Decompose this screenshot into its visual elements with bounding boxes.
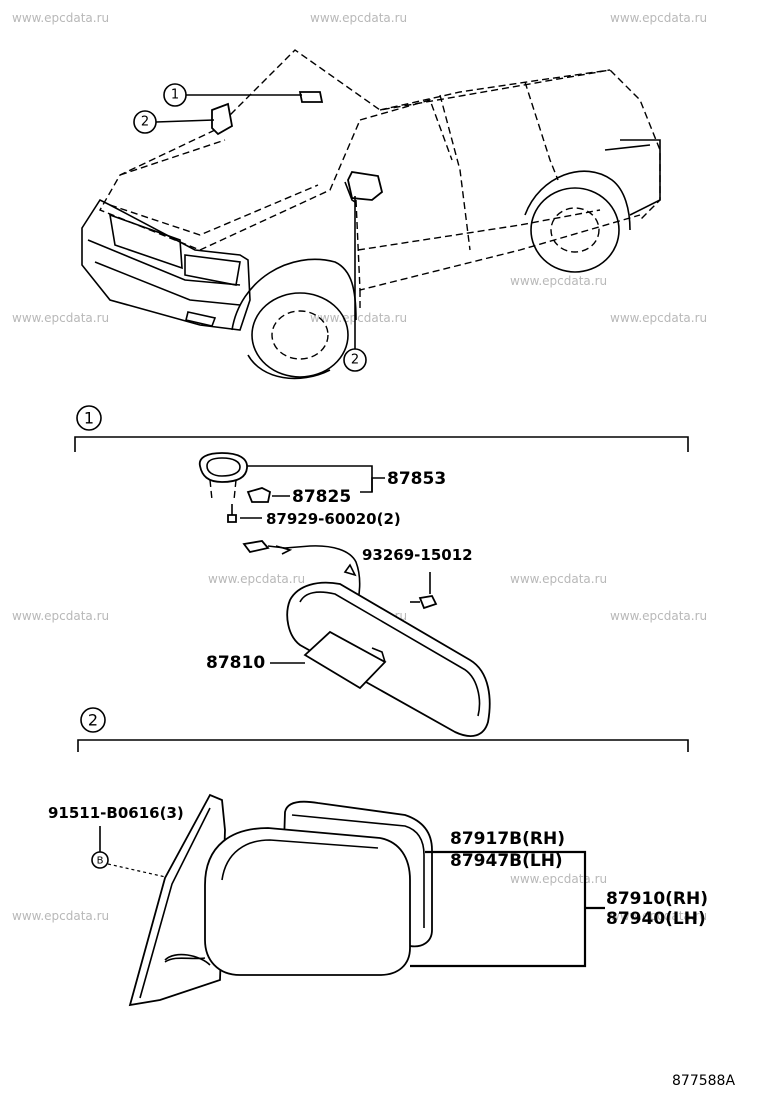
section-1-marker: 1 <box>84 409 94 428</box>
watermark: www.epcdata.ru <box>510 572 607 586</box>
section-1-inner-mirror: 1 <box>74 405 689 737</box>
watermark: www.epcdata.ru <box>610 609 707 623</box>
part-93269-label: 93269-15012 <box>362 546 473 564</box>
watermark: www.epcdata.ru <box>610 311 707 325</box>
diagram-code: 877588A <box>672 1073 735 1089</box>
section-2-marker-circle <box>80 707 106 733</box>
screw <box>227 514 237 523</box>
part-87825-label: 87825 <box>292 487 351 507</box>
connector <box>242 540 270 554</box>
watermark: www.epcdata.ru <box>208 572 305 586</box>
cover-clip <box>246 487 272 503</box>
watermark: www.epcdata.ru <box>12 11 109 25</box>
watermark: www.epcdata.ru <box>510 872 607 886</box>
section-2-bracket <box>77 739 689 752</box>
wire-clamp <box>418 595 438 610</box>
watermark: www.epcdata.ru <box>12 909 109 923</box>
watermark: www.epcdata.ru <box>12 609 109 623</box>
callout-2-hood-leader <box>155 119 215 123</box>
section-1-bracket <box>74 436 689 452</box>
watermark: www.epcdata.ru <box>310 11 407 25</box>
mirror-base <box>128 793 226 1007</box>
section-1-marker-circle <box>76 405 102 431</box>
part-87940-label: 87940(LH) <box>606 909 706 929</box>
part-91511-label: 91511-B0616(3) <box>48 804 184 822</box>
part-87910-label: 87910(RH) <box>606 889 708 909</box>
section-2-outer-mirror: 2 B <box>77 707 689 1007</box>
callout-1-label: 1 <box>171 88 179 103</box>
watermark: www.epcdata.ru <box>12 311 109 325</box>
watermark: www.epcdata.ru <box>310 311 407 325</box>
inner-mirror-body <box>286 581 491 737</box>
watermarks: www.epcdata.ru www.epcdata.ru www.epcdat… <box>12 11 707 923</box>
mirror-housing <box>204 827 411 976</box>
section-1-labels: 87853 87825 87929-60020(2) 93269-15012 8… <box>206 469 473 673</box>
vehicle-illustration <box>81 49 661 380</box>
section-2-labels: 91511-B0616(3) 87917B(RH) 87947B(LH) 879… <box>48 804 708 929</box>
watermark: www.epcdata.ru <box>610 11 707 25</box>
part-87810-label: 87810 <box>206 653 265 673</box>
bolt-marker-label: B <box>97 856 104 867</box>
part-87853-label: 87853 <box>387 469 446 489</box>
callout-2-door-label: 2 <box>351 353 359 368</box>
callout-2-hood-label: 2 <box>141 115 149 130</box>
part-87929-label: 87929-60020(2) <box>266 510 401 528</box>
part-87947b-label: 87947B(LH) <box>450 851 563 871</box>
watermark: www.epcdata.ru <box>610 909 707 923</box>
watermark: www.epcdata.ru <box>510 274 607 288</box>
part-87917b-label: 87917B(RH) <box>450 829 565 849</box>
overview-callouts: 1 2 2 <box>133 83 367 372</box>
section-2-marker: 2 <box>88 711 98 730</box>
